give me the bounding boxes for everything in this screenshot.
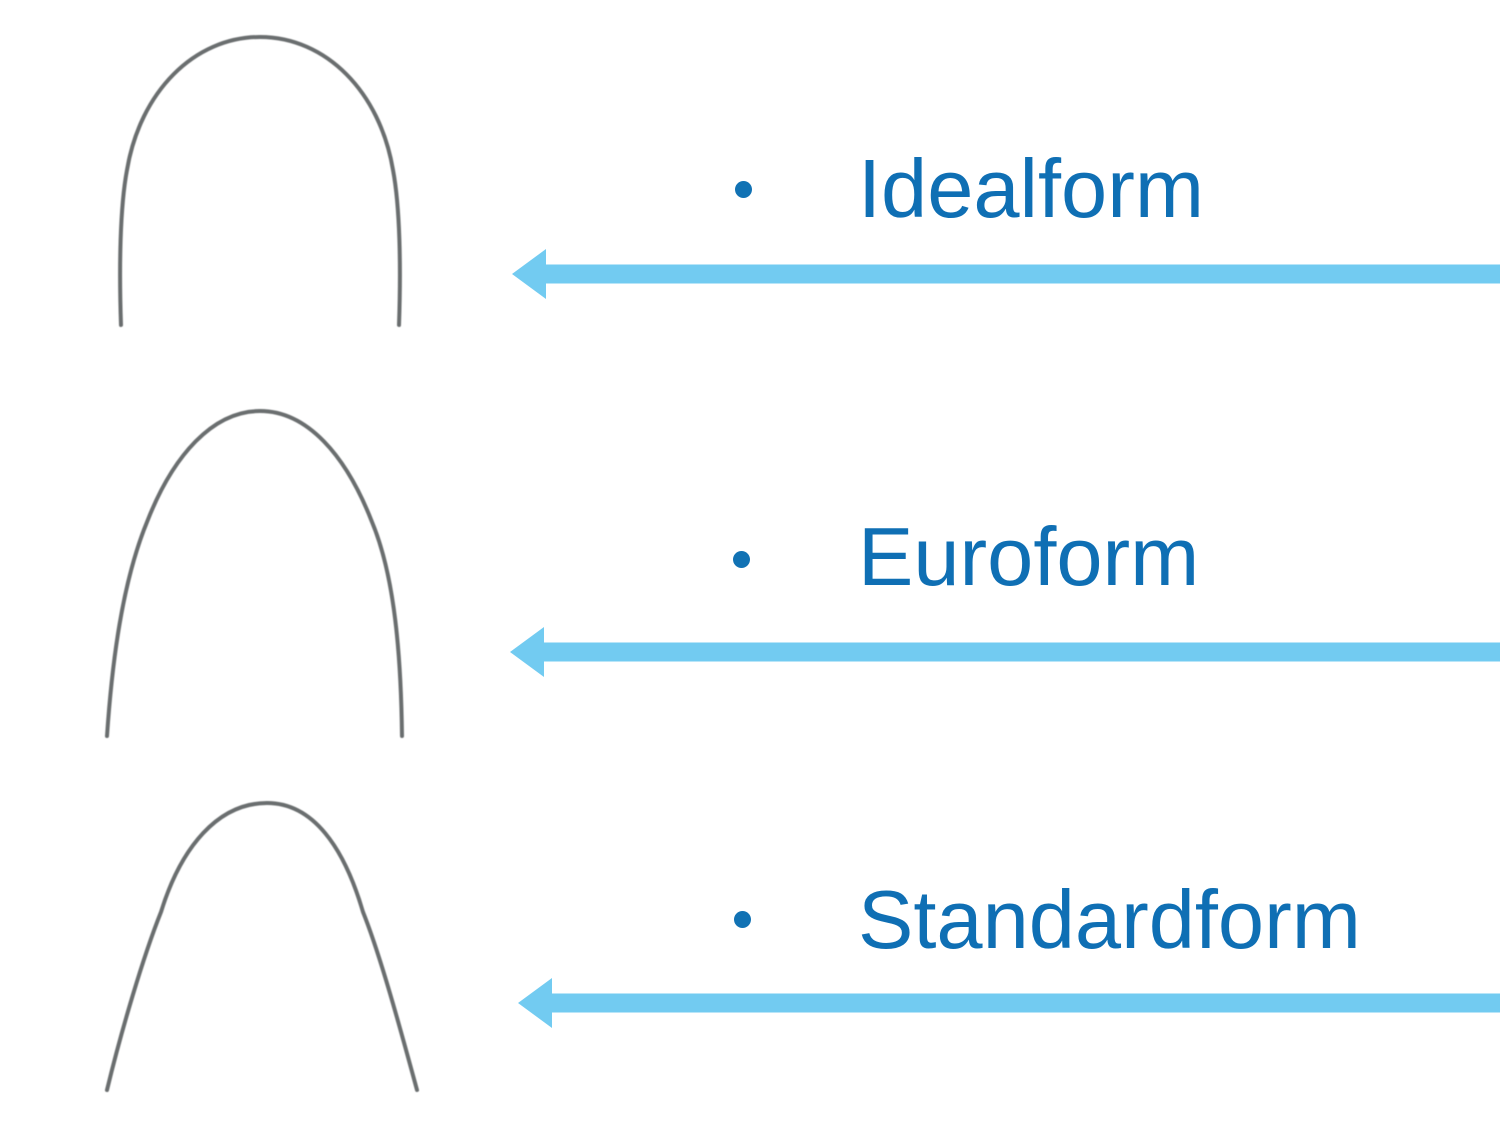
label-euroform: Euroform: [858, 510, 1200, 603]
archwire-idealform-icon: [118, 34, 402, 327]
left-arrow-icon: [512, 249, 1500, 299]
archwire-euroform-icon: [105, 408, 404, 738]
archwire-standardform-icon: [105, 800, 419, 1092]
left-arrow-icon: [518, 978, 1500, 1028]
left-arrow-icon: [510, 627, 1500, 677]
bullet-icon: [735, 181, 752, 198]
bullet-icon: [734, 911, 751, 928]
bullet-icon: [733, 551, 750, 568]
label-idealform: Idealform: [858, 142, 1204, 235]
label-standardform: Standardform: [858, 873, 1361, 966]
